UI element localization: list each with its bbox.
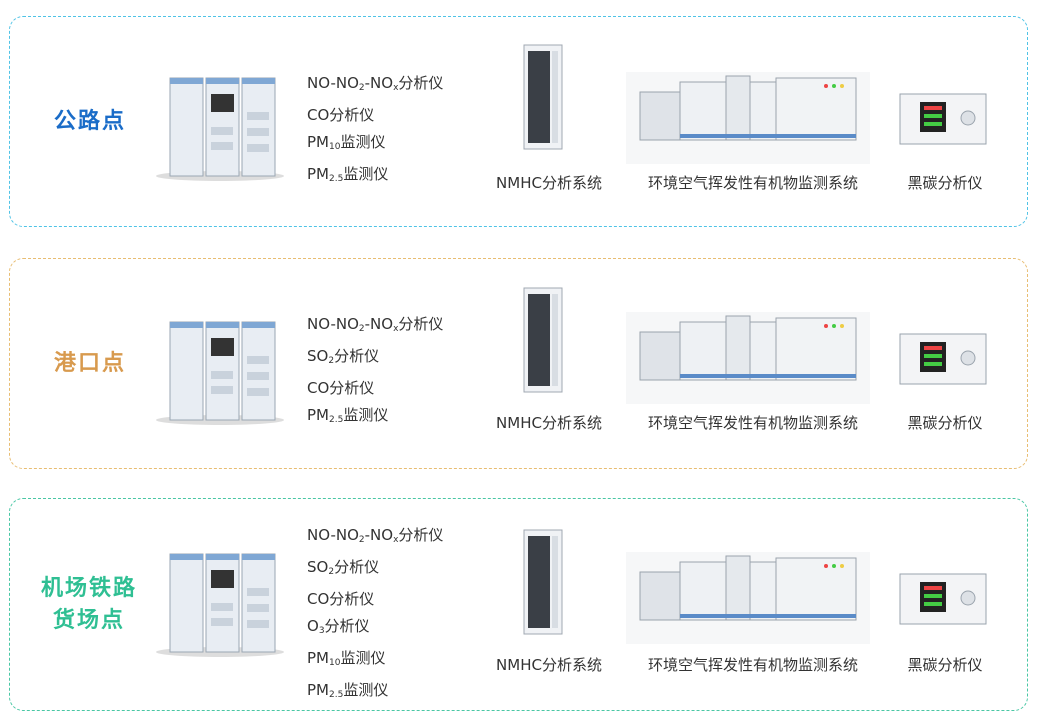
analyzer-text: NO-NO <box>307 315 359 333</box>
airport-rail-site-label: 机场铁路 货场点 <box>30 573 148 637</box>
airport-rail-site-label-line2: 货场点 <box>52 608 125 633</box>
analyzer-item: O3分析仪 <box>307 613 443 645</box>
analyzer-item: NO-NO2-NOx分析仪 <box>307 311 443 343</box>
black-carbon-label: 黑碳分析仪 <box>907 414 983 432</box>
analyzer-subscript: 2 <box>328 356 335 366</box>
voc-system-label: 环境空气挥发性有机物监测系统 <box>647 414 858 432</box>
airport-rail-site-label-line1: 机场铁路 <box>40 576 137 601</box>
analyzer-item: PM10监测仪 <box>307 129 443 161</box>
nmhc-system-label: NMHC分析系统 <box>496 656 602 674</box>
analyzer-subscript: 2 <box>358 83 365 93</box>
analyzer-text: -NO <box>364 74 394 92</box>
road-site-label: 公路点 <box>53 109 126 134</box>
analyzer-text: PM <box>307 133 329 151</box>
black-carbon-analyzer-image <box>898 92 988 148</box>
black-carbon-label: 黑碳分析仪 <box>907 174 983 192</box>
nmhc-cabinet-image <box>518 286 568 396</box>
analyzer-subscript: 2 <box>358 324 365 334</box>
analyzer-text: NO-NO <box>307 526 359 544</box>
airport-rail-site-panel <box>9 498 1028 711</box>
road-site-panel <box>9 16 1028 227</box>
analyzer-text: -NO <box>364 315 394 333</box>
analyzer-item: NO-NO2-NOx分析仪 <box>307 522 443 554</box>
analyzer-item: SO2分析仪 <box>307 343 443 375</box>
black-carbon-analyzer-image <box>898 332 988 388</box>
analyzer-text: 监测仪 <box>340 649 386 667</box>
analyzer-subscript: 2 <box>358 535 365 545</box>
cabinet-rack-image <box>150 548 290 658</box>
voc-system-image <box>626 552 870 644</box>
analyzer-text: 监测仪 <box>343 406 389 424</box>
analyzer-text: PM <box>307 649 329 667</box>
analyzer-text: 监测仪 <box>343 165 389 183</box>
analyzer-text: CO分析仪 <box>307 590 375 608</box>
voc-system-image <box>626 72 870 164</box>
voc-system-label: 环境空气挥发性有机物监测系统 <box>647 174 858 192</box>
analyzer-text: NO-NO <box>307 74 359 92</box>
voc-system-label: 环境空气挥发性有机物监测系统 <box>647 656 858 674</box>
analyzer-text: SO <box>307 347 329 365</box>
analyzer-subscript: x <box>393 324 399 334</box>
voc-system-image <box>626 312 870 404</box>
analyzer-item: PM2.5监测仪 <box>307 161 443 193</box>
analyzer-text: 监测仪 <box>343 681 389 699</box>
analyzer-subscript: 3 <box>318 626 325 636</box>
analyzer-subscript: 2 <box>328 567 335 577</box>
analyzer-text: PM <box>307 165 329 183</box>
nmhc-system-label: NMHC分析系统 <box>496 174 602 192</box>
cabinet-rack-image <box>150 316 290 426</box>
analyzer-text: 分析仪 <box>334 347 380 365</box>
analyzer-item: NO-NO2-NOx分析仪 <box>307 70 443 102</box>
analyzer-item: CO分析仪 <box>307 102 443 129</box>
analyzer-item: PM10监测仪 <box>307 645 443 677</box>
analyzer-text: 分析仪 <box>398 74 444 92</box>
analyzer-subscript: 2.5 <box>329 415 344 425</box>
analyzer-text: -NO <box>364 526 394 544</box>
nmhc-system-label: NMHC分析系统 <box>496 414 602 432</box>
nmhc-cabinet-image <box>518 43 568 153</box>
port-site-panel <box>9 258 1028 469</box>
analyzer-text: 分析仪 <box>398 526 444 544</box>
black-carbon-analyzer-image <box>898 572 988 628</box>
analyzer-text: 分析仪 <box>398 315 444 333</box>
analyzer-subscript: 2.5 <box>329 174 344 184</box>
analyzer-text: SO <box>307 558 329 576</box>
analyzer-subscript: 10 <box>329 142 341 152</box>
analyzer-text: 分析仪 <box>334 558 380 576</box>
analyzer-item: PM2.5监测仪 <box>307 402 443 434</box>
analyzer-item: PM2.5监测仪 <box>307 677 443 709</box>
analyzer-text: CO分析仪 <box>307 379 375 397</box>
cabinet-rack-image <box>150 72 290 182</box>
analyzer-item: CO分析仪 <box>307 586 443 613</box>
analyzer-subscript: x <box>393 83 399 93</box>
nmhc-cabinet-image <box>518 528 568 638</box>
analyzer-text: PM <box>307 681 329 699</box>
analyzer-text: 分析仪 <box>324 617 370 635</box>
analyzer-subscript: 10 <box>329 658 341 668</box>
analyzer-item: SO2分析仪 <box>307 554 443 586</box>
black-carbon-label: 黑碳分析仪 <box>907 656 983 674</box>
analyzer-subscript: x <box>393 535 399 545</box>
analyzer-text: CO分析仪 <box>307 106 375 124</box>
analyzer-text: O <box>307 617 319 635</box>
analyzer-text: 监测仪 <box>340 133 386 151</box>
port-site-label: 港口点 <box>53 351 126 376</box>
analyzer-subscript: 2.5 <box>329 690 344 700</box>
analyzer-item: CO分析仪 <box>307 375 443 402</box>
analyzer-text: PM <box>307 406 329 424</box>
